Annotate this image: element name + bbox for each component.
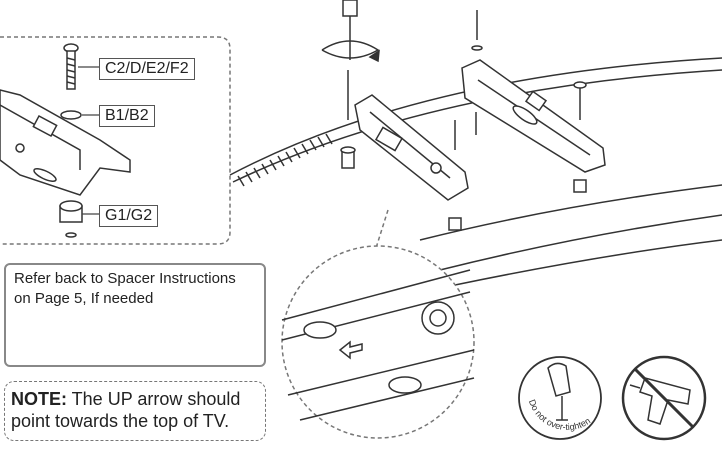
magnified-view xyxy=(281,209,475,439)
detail-screw xyxy=(63,43,79,90)
callout-washer-label: B1/B2 xyxy=(99,105,155,127)
detail-washer xyxy=(60,110,82,120)
spacer-info-line2: on Page 5, If needed xyxy=(14,290,154,307)
callout-screw-label: C2/D/E2/F2 xyxy=(99,58,195,80)
note-box: NOTE: The UP arrow should point towards … xyxy=(4,381,266,441)
no-power-drill-icon xyxy=(621,355,707,441)
detail-spacer xyxy=(59,200,83,238)
hand-screwdriver-icon: Do not over-tighten xyxy=(518,356,602,440)
spacer-info-line1: Refer back to Spacer Instructions xyxy=(14,270,236,287)
note-text: NOTE: The UP arrow should point towards … xyxy=(11,388,240,432)
hardware-stack-right xyxy=(448,10,587,231)
note-label: NOTE: xyxy=(11,389,67,409)
bracket-right xyxy=(461,59,606,173)
callout-spacer-label: G1/G2 xyxy=(99,205,159,227)
detail-inset xyxy=(0,36,231,245)
spacer-info-text: Refer back to Spacer Instructions on Pag… xyxy=(14,269,236,309)
hardware-stack-front xyxy=(340,70,356,169)
bracket-left xyxy=(354,94,469,201)
spacer-info-box: Refer back to Spacer Instructions on Pag… xyxy=(4,263,266,367)
screwdriver xyxy=(321,0,380,63)
note-line1: The UP arrow should xyxy=(67,389,241,409)
note-line2: point towards the top of TV. xyxy=(11,411,230,431)
vent-slots xyxy=(237,133,333,187)
